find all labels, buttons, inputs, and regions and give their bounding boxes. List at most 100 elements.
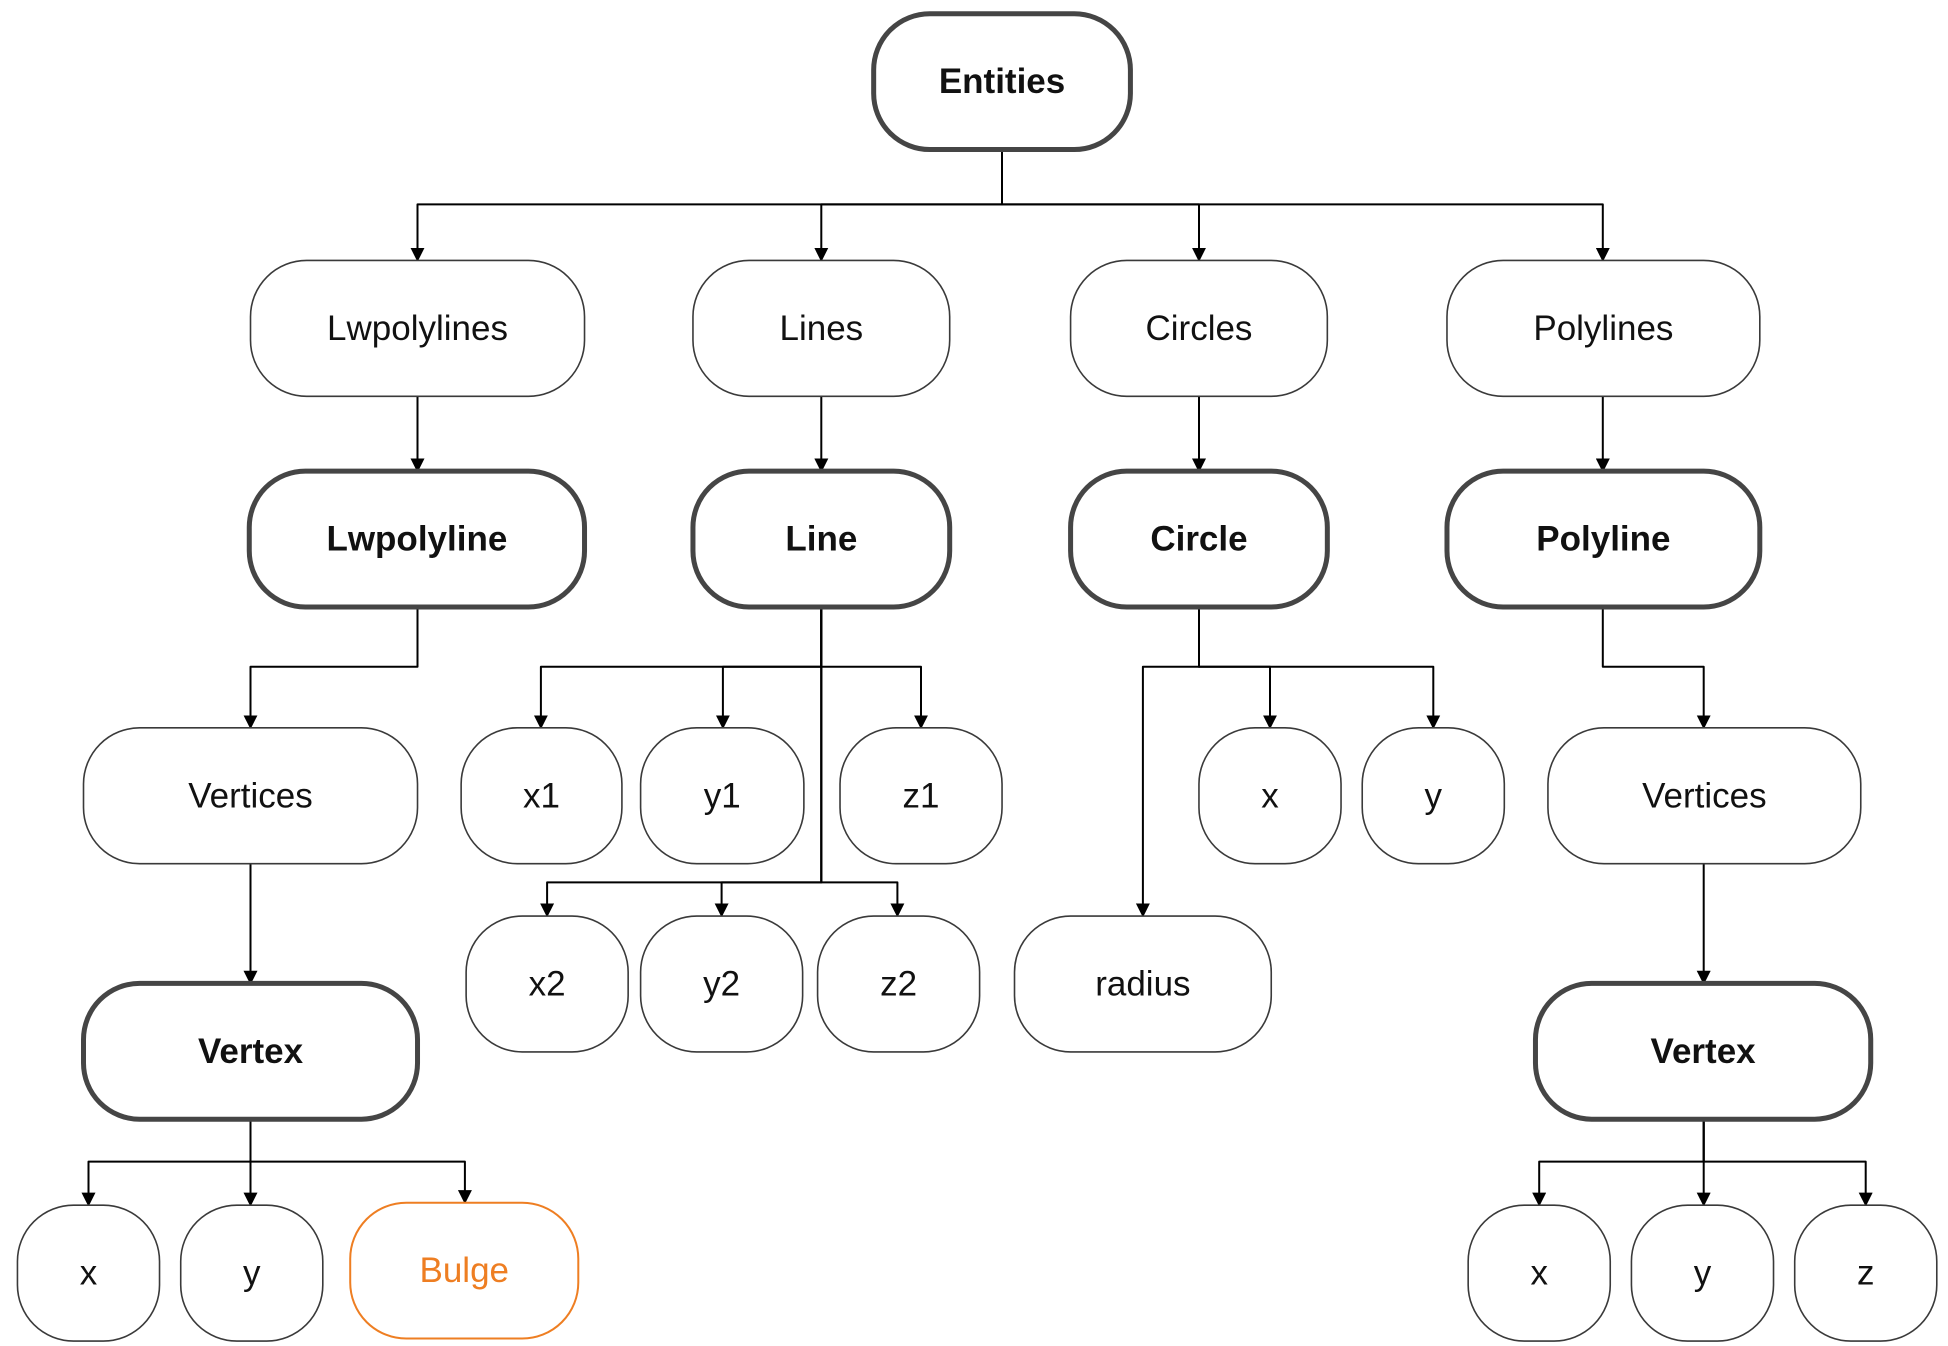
node-pl-y: y — [1630, 1204, 1775, 1342]
node-box — [1198, 727, 1342, 865]
node-z1: z1 — [839, 727, 1003, 865]
node-box — [1013, 915, 1273, 1053]
node-label: Circles — [1145, 309, 1252, 348]
node-line: Line — [690, 468, 953, 610]
node-box — [1532, 980, 1874, 1122]
node-label: Polyline — [1536, 520, 1670, 559]
node-polyline: Polyline — [1444, 468, 1763, 610]
node-box — [816, 915, 981, 1053]
node-box — [1069, 259, 1329, 398]
node-box — [349, 1201, 580, 1340]
edge-lwpolyline-vertices — [243, 607, 419, 730]
node-lines: Lines — [692, 259, 951, 398]
node-label: Lines — [779, 309, 863, 348]
node-pl-vertex: Vertex — [1532, 980, 1874, 1122]
edge-plvertex-z — [1702, 1119, 1873, 1207]
node-box — [1444, 468, 1763, 610]
node-box — [1467, 1204, 1612, 1342]
node-pl-x: x — [1467, 1204, 1612, 1342]
node-box — [692, 259, 951, 398]
node-box — [82, 727, 419, 865]
node-entities: Entities — [871, 11, 1133, 153]
node-label: Lwpolylines — [327, 309, 508, 348]
node-box — [81, 980, 421, 1122]
node-label: Polylines — [1533, 309, 1673, 348]
node-circles: Circles — [1069, 259, 1329, 398]
node-z2: z2 — [816, 915, 981, 1053]
node-label: Lwpolyline — [326, 520, 507, 559]
node-label: x1 — [523, 776, 560, 815]
node-box — [639, 915, 804, 1053]
node-x1: x1 — [460, 727, 623, 865]
node-label: x — [1261, 776, 1279, 815]
node-label: Circle — [1150, 520, 1247, 559]
edge-lwvertex-bulge — [249, 1119, 472, 1205]
node-label: y — [1694, 1254, 1712, 1293]
node-pl-vertices: Vertices — [1547, 727, 1862, 865]
node-y2: y2 — [639, 915, 804, 1053]
node-label: y — [1425, 776, 1443, 815]
edge-lwvertex-x — [81, 1119, 252, 1207]
node-polylines: Polylines — [1446, 259, 1761, 398]
node-x2: x2 — [465, 915, 629, 1053]
node-lw-y: y — [179, 1204, 324, 1342]
node-lw-vertices: Vertices — [82, 727, 419, 865]
node-box — [839, 727, 1003, 865]
node-label: Vertex — [1651, 1032, 1757, 1071]
node-label: y — [243, 1254, 261, 1293]
node-circle-y: y — [1361, 727, 1506, 865]
node-label: y1 — [704, 776, 741, 815]
node-label: Line — [785, 520, 857, 559]
edge-entities-polylines — [1001, 149, 1610, 262]
node-y1: y1 — [639, 727, 805, 865]
edge-entities-lines — [814, 149, 1003, 262]
node-label: z1 — [903, 776, 940, 815]
edge-line-z1 — [820, 607, 928, 730]
node-label: x — [80, 1254, 98, 1293]
connector-lines — [81, 149, 1873, 1207]
node-label: z — [1857, 1254, 1875, 1293]
node-label: z2 — [880, 964, 917, 1003]
edge-polyline-vertices — [1601, 607, 1711, 730]
node-radius: radius — [1013, 915, 1273, 1053]
node-pl-z: z — [1793, 1204, 1938, 1342]
node-box — [16, 1204, 161, 1342]
node-box — [1446, 259, 1761, 398]
node-label: Vertex — [198, 1032, 304, 1071]
node-circle-x: x — [1198, 727, 1342, 865]
node-lwpolyline: Lwpolyline — [246, 468, 588, 610]
node-label: y2 — [703, 964, 740, 1003]
node-box — [871, 11, 1133, 153]
edge-line-z2 — [820, 607, 905, 918]
node-box — [1630, 1204, 1775, 1342]
node-label: x — [1530, 1254, 1548, 1293]
edge-circle-y — [1198, 607, 1441, 730]
node-lwpolylines: Lwpolylines — [249, 259, 586, 398]
node-box — [1793, 1204, 1938, 1342]
node-circle: Circle — [1068, 468, 1330, 610]
node-label: Vertices — [1642, 776, 1767, 815]
node-box — [1068, 468, 1330, 610]
node-label: Bulge — [419, 1251, 509, 1290]
node-box — [1361, 727, 1506, 865]
node-box — [460, 727, 623, 865]
node-box — [249, 259, 586, 398]
node-box — [179, 1204, 324, 1342]
node-bulge: Bulge — [349, 1201, 580, 1340]
node-box — [465, 915, 629, 1053]
edge-line-y1 — [715, 607, 823, 730]
node-label: Entities — [939, 62, 1065, 101]
node-label: Vertices — [188, 776, 313, 815]
node-box — [639, 727, 805, 865]
node-box — [246, 468, 588, 610]
node-lw-vertex: Vertex — [81, 980, 421, 1122]
edge-circle-radius — [1135, 607, 1200, 918]
node-label: x2 — [529, 964, 566, 1003]
edge-plvertex-x — [1532, 1119, 1705, 1207]
node-box — [690, 468, 953, 610]
node-label: radius — [1095, 964, 1190, 1003]
node-lw-x: x — [16, 1204, 161, 1342]
node-box — [1547, 727, 1862, 865]
